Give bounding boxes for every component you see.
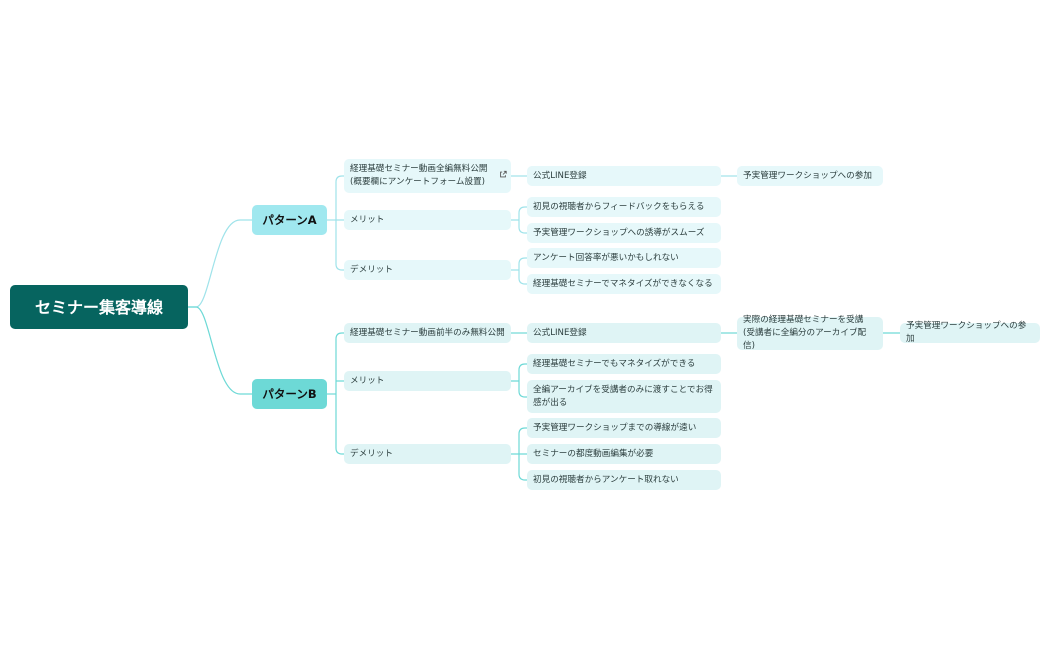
pattern-b-seminar-line1: 実際の経理基礎セミナーを受講 — [743, 315, 864, 325]
demerit-item-text: 経理基礎セミナーでマネタイズができなくなる — [533, 278, 713, 289]
pattern-b-demerit-item[interactable]: セミナーの都度動画編集が必要 — [527, 444, 721, 464]
pattern-a-merit-item[interactable]: 初見の視聴者からフィードバックをもらえる — [527, 197, 721, 217]
demerit-item-text: アンケート回答率が悪いかもしれない — [533, 252, 679, 263]
pattern-b-demerit-label: デメリット — [350, 448, 393, 459]
demerit-item-text: セミナーの都度動画編集が必要 — [533, 448, 654, 459]
pattern-a-label: パターンA — [262, 212, 317, 227]
pattern-b-merit-item[interactable]: 全編アーカイブを受講者のみに渡すことでお得感が出る — [527, 380, 721, 413]
pattern-a-line-label: 公式LINE登録 — [533, 170, 587, 181]
pattern-a-line-node[interactable]: 公式LINE登録 — [527, 166, 721, 186]
pattern-b-seminar-node[interactable]: 実際の経理基礎セミナーを受講 (受講者に全編分のアーカイブ配信) — [737, 314, 883, 353]
pattern-b-demerit-item[interactable]: 予実管理ワークショップまでの導線が遠い — [527, 418, 721, 438]
pattern-a-workshop-node[interactable]: 予実管理ワークショップへの参加 — [737, 166, 883, 186]
pattern-a-merit-node[interactable]: メリット — [344, 210, 511, 230]
pattern-a-flow-line2: (概要欄にアンケートフォーム設置) — [350, 177, 486, 187]
pattern-a-merit-item[interactable]: 予実管理ワークショップへの誘導がスムーズ — [527, 223, 721, 243]
pattern-b-line-label: 公式LINE登録 — [533, 327, 587, 338]
pattern-b-label: パターンB — [262, 386, 317, 401]
external-link-icon[interactable] — [499, 170, 507, 183]
pattern-a-demerit-item[interactable]: アンケート回答率が悪いかもしれない — [527, 248, 721, 268]
pattern-a-demerit-item[interactable]: 経理基礎セミナーでマネタイズができなくなる — [527, 274, 721, 294]
pattern-a-flow-node[interactable]: 経理基礎セミナー動画全編無料公開 (概要欄にアンケートフォーム設置) — [344, 159, 511, 193]
pattern-a-workshop-label: 予実管理ワークショップへの参加 — [743, 170, 872, 181]
pattern-b-workshop-label: 予実管理ワークショップへの参加 — [906, 321, 1027, 344]
pattern-b-workshop-node[interactable]: 予実管理ワークショップへの参加 — [900, 321, 1040, 344]
pattern-b-seminar-line2: (受講者に全編分のアーカイブ配信) — [743, 328, 867, 351]
pattern-a-demerit-node[interactable]: デメリット — [344, 260, 511, 280]
pattern-a-flow-label: 経理基礎セミナー動画全編無料公開 (概要欄にアンケートフォーム設置) — [350, 163, 488, 189]
merit-item-text: 予実管理ワークショップへの誘導がスムーズ — [533, 227, 705, 238]
root-label: セミナー集客導線 — [34, 297, 163, 317]
pattern-b-merit-label: メリット — [350, 375, 385, 386]
pattern-a-merit-label: メリット — [350, 214, 385, 225]
pattern-b-seminar-label: 実際の経理基礎セミナーを受講 (受講者に全編分のアーカイブ配信) — [743, 314, 877, 353]
pattern-b-node[interactable]: パターンB — [252, 379, 327, 409]
demerit-item-text: 予実管理ワークショップまでの導線が遠い — [533, 422, 697, 433]
demerit-item-text: 初見の視聴者からアンケート取れない — [533, 474, 679, 485]
pattern-a-node[interactable]: パターンA — [252, 205, 327, 235]
pattern-b-flow-node[interactable]: 経理基礎セミナー動画前半のみ無料公開 — [344, 323, 511, 343]
pattern-b-line-node[interactable]: 公式LINE登録 — [527, 323, 721, 343]
root-node[interactable]: セミナー集客導線 — [10, 285, 188, 329]
merit-item-text: 初見の視聴者からフィードバックをもらえる — [533, 201, 705, 212]
pattern-b-demerit-item[interactable]: 初見の視聴者からアンケート取れない — [527, 470, 721, 490]
pattern-b-merit-node[interactable]: メリット — [344, 371, 511, 391]
pattern-a-demerit-label: デメリット — [350, 264, 393, 275]
pattern-b-merit-item[interactable]: 経理基礎セミナーでもマネタイズができる — [527, 354, 721, 374]
pattern-b-flow-label: 経理基礎セミナー動画前半のみ無料公開 — [350, 327, 505, 338]
merit-item-text: 経理基礎セミナーでもマネタイズができる — [533, 358, 696, 369]
merit-item-text: 全編アーカイブを受講者のみに渡すことでお得感が出る — [533, 384, 713, 408]
pattern-b-demerit-node[interactable]: デメリット — [344, 444, 511, 464]
pattern-a-flow-line1: 経理基礎セミナー動画全編無料公開 — [350, 164, 488, 174]
